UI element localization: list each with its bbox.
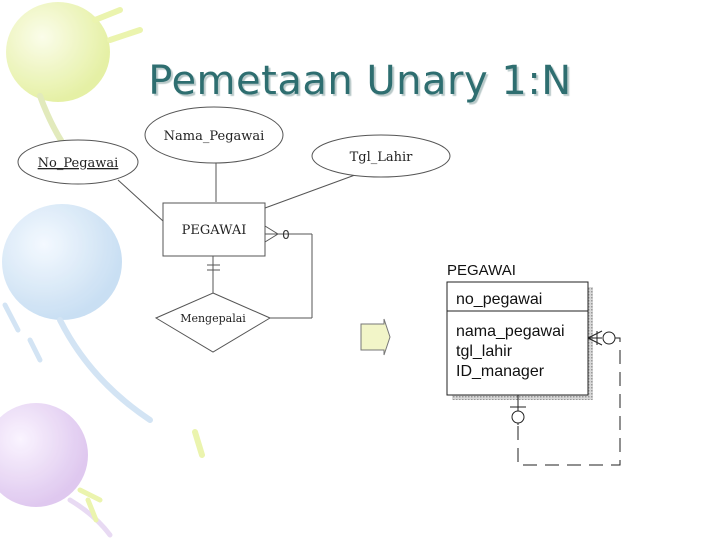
er-connectors (117, 163, 356, 319)
balloons-decoration (0, 2, 205, 538)
attr-tgl-lahir-label: Tgl_Lahir (350, 150, 414, 165)
entity-pegawai (162, 202, 266, 257)
relationship-mengepalai-label: Mengepalai (180, 312, 246, 325)
relationship-mengepalai (154, 292, 272, 353)
table-pegawai (446, 281, 589, 396)
transform-arrow-icon (360, 318, 391, 356)
entity-pegawai-label: PEGAWAI (182, 223, 247, 238)
attr-no-pegawai (17, 139, 139, 185)
blue-balloon (2, 204, 122, 320)
table-field: tgl_lahir (456, 343, 513, 360)
purple-balloon (0, 403, 88, 507)
attr-nama-pegawai-label: Nama_Pegawai (164, 129, 265, 144)
attr-no-pegawai-label: No_Pegawai (38, 156, 119, 171)
table-field: nama_pegawai (456, 323, 565, 340)
attr-tgl-lahir (311, 134, 451, 178)
table-title: PEGAWAI (447, 262, 516, 279)
attr-nama-pegawai (144, 106, 284, 164)
table-field: ID_manager (456, 363, 545, 380)
yellow-balloon (6, 2, 110, 102)
page-title: Pemetaan Unary 1:N (148, 58, 572, 104)
table-pk-field: no_pegawai (456, 291, 542, 308)
cardinality-zero-top: 0 (282, 228, 290, 242)
self-reference-connector (510, 330, 621, 466)
